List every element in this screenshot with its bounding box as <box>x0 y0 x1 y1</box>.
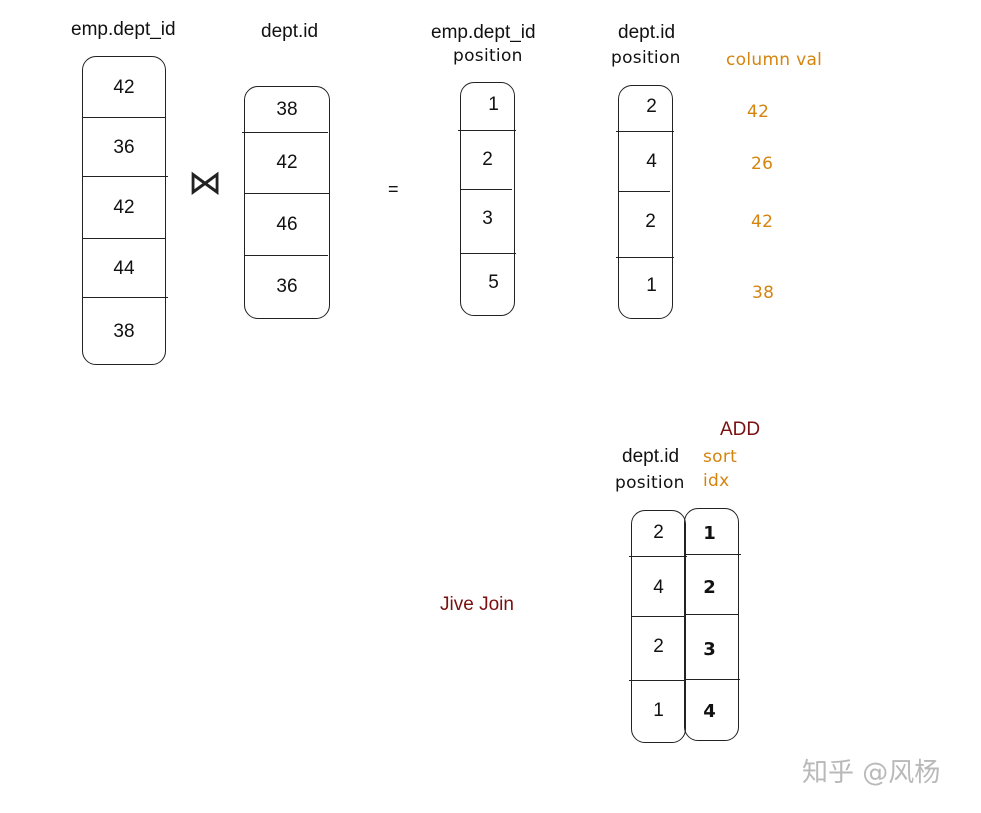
sort-idx-header-line2: idx <box>703 471 730 491</box>
row-divider <box>244 193 330 194</box>
sort-idx-column: 1 2 3 4 <box>684 508 739 741</box>
join-symbol: ⋈ <box>188 163 222 203</box>
emp-dept-id-cell: 44 <box>113 258 135 279</box>
row-divider <box>82 238 166 239</box>
row-divider <box>460 189 512 190</box>
sort-idx-cell: 3 <box>703 638 716 660</box>
dept-position-column: 2 4 2 1 <box>618 85 673 319</box>
dept-position-header-line2: position <box>611 48 681 68</box>
bottom-dept-position-cell: 2 <box>653 522 664 543</box>
emp-dept-id-column: 42 36 42 44 38 <box>82 56 166 365</box>
row-divider <box>244 255 328 256</box>
emp-dept-id-cell: 42 <box>113 197 135 218</box>
row-divider <box>82 297 168 298</box>
emp-dept-id-cell: 36 <box>113 136 135 158</box>
dept-id-cell: 42 <box>276 152 298 173</box>
bottom-dept-position-cell: 1 <box>653 700 664 721</box>
dept-id-cell: 38 <box>276 98 298 120</box>
bottom-dept-position-column: 2 4 2 1 <box>631 510 686 743</box>
row-divider <box>684 679 740 680</box>
dept-id-column: 38 42 46 36 <box>244 86 330 319</box>
sort-idx-cell: 4 <box>703 700 716 722</box>
emp-position-cell: 2 <box>482 149 493 170</box>
emp-position-cell: 3 <box>482 208 493 229</box>
bottom-dept-position-header-line2: position <box>615 473 685 493</box>
emp-position-cell: 5 <box>488 272 499 293</box>
row-divider <box>629 556 687 557</box>
column-val-value: 26 <box>751 154 774 174</box>
row-divider <box>458 130 516 131</box>
bottom-dept-position-header-line1: dept.id <box>622 446 680 467</box>
add-label: ADD <box>720 419 761 440</box>
dept-position-cell: 2 <box>645 211 656 232</box>
row-divider <box>686 614 739 615</box>
row-divider <box>684 554 741 555</box>
sort-idx-header-line1: sort <box>703 447 738 467</box>
dept-id-cell: 46 <box>276 214 298 235</box>
emp-position-header-line1: emp.dept_id <box>431 22 536 43</box>
dept-id-cell: 36 <box>276 276 298 297</box>
row-divider <box>82 117 166 118</box>
dept-position-cell: 4 <box>646 151 657 172</box>
row-divider <box>616 257 674 258</box>
row-divider <box>631 616 685 617</box>
row-divider <box>460 253 516 254</box>
watermark: 知乎 @风杨 <box>802 758 941 788</box>
dept-position-cell: 1 <box>646 275 657 296</box>
emp-dept-id-cell: 42 <box>113 76 135 98</box>
jive-join-label: Jive Join <box>440 594 514 615</box>
column-val-header: column val <box>726 50 823 70</box>
row-divider <box>629 680 685 681</box>
dept-position-header-line1: dept.id <box>618 22 676 43</box>
column-val-value: 42 <box>747 102 770 122</box>
sort-idx-cell: 1 <box>703 522 716 544</box>
dept-position-cell: 2 <box>646 96 657 117</box>
row-divider <box>618 191 670 192</box>
emp-position-column: 1 2 3 5 <box>460 82 515 316</box>
row-divider <box>616 131 674 132</box>
row-divider <box>82 176 168 177</box>
column-val-value: 38 <box>752 283 775 303</box>
sort-idx-cell: 2 <box>703 576 716 598</box>
emp-dept-id-header: emp.dept_id <box>71 19 176 40</box>
emp-position-cell: 1 <box>488 94 499 115</box>
bottom-dept-position-cell: 4 <box>653 577 664 598</box>
column-val-value: 42 <box>751 212 774 232</box>
row-divider <box>242 132 328 133</box>
bottom-dept-position-cell: 2 <box>653 636 664 657</box>
equals-sign: = <box>388 179 399 199</box>
emp-dept-id-cell: 38 <box>113 320 135 342</box>
emp-position-header-line2: position <box>453 46 523 66</box>
dept-id-header: dept.id <box>261 21 319 42</box>
